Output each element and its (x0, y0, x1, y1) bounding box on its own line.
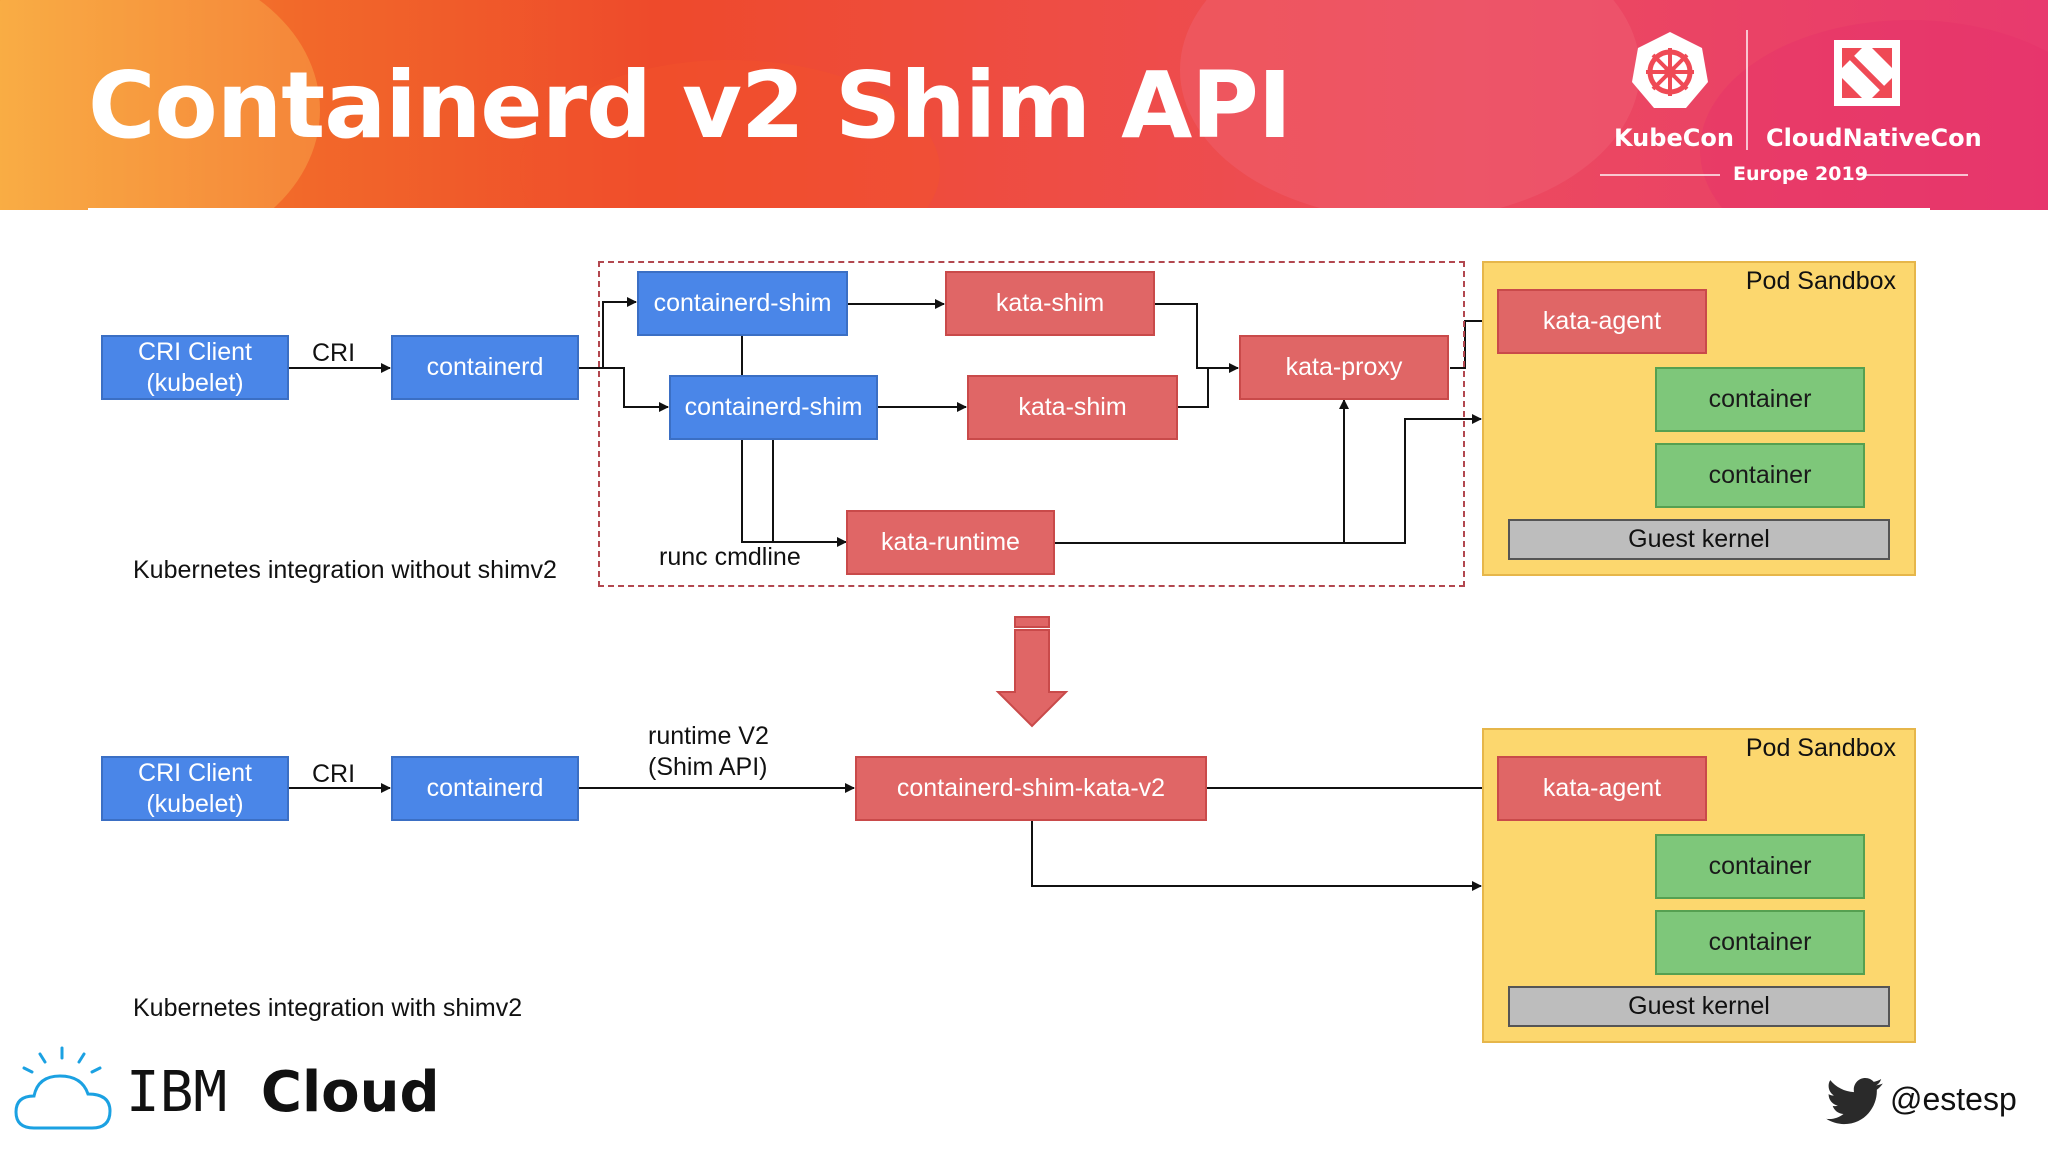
guest-kernel-box-2: Guest kernel (1508, 986, 1890, 1027)
header-splash (0, 0, 320, 210)
header-banner: Containerd v2 Shim API KubeCon CloudNati… (0, 0, 2048, 210)
edge-runc-runtime (741, 440, 847, 547)
header-rule (88, 208, 1930, 210)
containerd-shim-box-2: containerd-shim (669, 375, 878, 440)
twitter-handle: @estesp (1890, 1081, 2017, 1117)
containerd-box: containerd (391, 335, 579, 400)
kubecon-icon (1632, 32, 1708, 108)
cncf-icon (1834, 40, 1900, 106)
transition-arrow (995, 616, 1069, 728)
twitter-bird-icon (1826, 1078, 1883, 1125)
edge-shimv2-sandbox (1031, 820, 1482, 891)
cri-label-2: CRI (312, 760, 356, 788)
cri-client-box: CRI Client (kubelet) (101, 335, 289, 400)
event-rule-right (1858, 174, 1968, 176)
edge-containerd-shim2 (603, 367, 669, 412)
edge-runtime-sandbox (1344, 414, 1482, 544)
kata-shim-box-1: kata-shim (945, 271, 1155, 336)
edge-katashim1-proxy (1155, 303, 1239, 373)
ibm-cloud-brand: IBM Cloud (126, 1060, 440, 1125)
pod-sandbox-label: Pod Sandbox (1745, 267, 1896, 295)
header-splash (1180, 0, 1640, 210)
container-box-1: container (1655, 367, 1865, 432)
event-label: Europe 2019 (1733, 163, 1868, 185)
edge-katashim2-proxy (1178, 368, 1209, 408)
edge-proxy-agent (1450, 316, 1497, 369)
kata-proxy-box: kata-proxy (1239, 335, 1449, 400)
container-box-2: container (1655, 443, 1865, 508)
container-box-4: container (1655, 910, 1865, 975)
containerd-shim-kata-v2-box: containerd-shim-kata-v2 (855, 756, 1207, 821)
edge-containerd-shim1 (578, 297, 637, 369)
legacy-shim-group (598, 261, 1465, 587)
kata-shim-box-2: kata-shim (967, 375, 1178, 440)
kata-runtime-box: kata-runtime (846, 510, 1055, 575)
ibm-cloud-icon (14, 1046, 112, 1130)
container-box-3: container (1655, 834, 1865, 899)
kubecon-logo-text: KubeCon (1614, 124, 1734, 152)
page-title: Containerd v2 Shim API (88, 52, 1292, 159)
runc-cmdline-label: runc cmdline (659, 543, 801, 571)
cloud-brand-text: Cloud (260, 1060, 440, 1125)
guest-kernel-box: Guest kernel (1508, 519, 1890, 560)
top-caption: Kubernetes integration without shimv2 (133, 556, 557, 584)
cncf-logo-text: CloudNativeCon (1766, 124, 1982, 152)
containerd-box-2: containerd (391, 756, 579, 821)
bottom-caption: Kubernetes integration with shimv2 (133, 994, 523, 1022)
cri-label: CRI (312, 339, 356, 367)
containerd-shim-box-1: containerd-shim (637, 271, 848, 336)
pod-sandbox-label-2: Pod Sandbox (1745, 734, 1896, 762)
ibm-brand-text: IBM (126, 1060, 228, 1125)
event-rule-left (1600, 174, 1720, 176)
kata-agent-box-2: kata-agent (1497, 756, 1707, 821)
kata-agent-box: kata-agent (1497, 289, 1707, 354)
logo-divider (1746, 30, 1748, 150)
cri-client-box-2: CRI Client (kubelet) (101, 756, 289, 821)
runtime-v2-label: runtime V2 (Shim API) (648, 722, 769, 781)
